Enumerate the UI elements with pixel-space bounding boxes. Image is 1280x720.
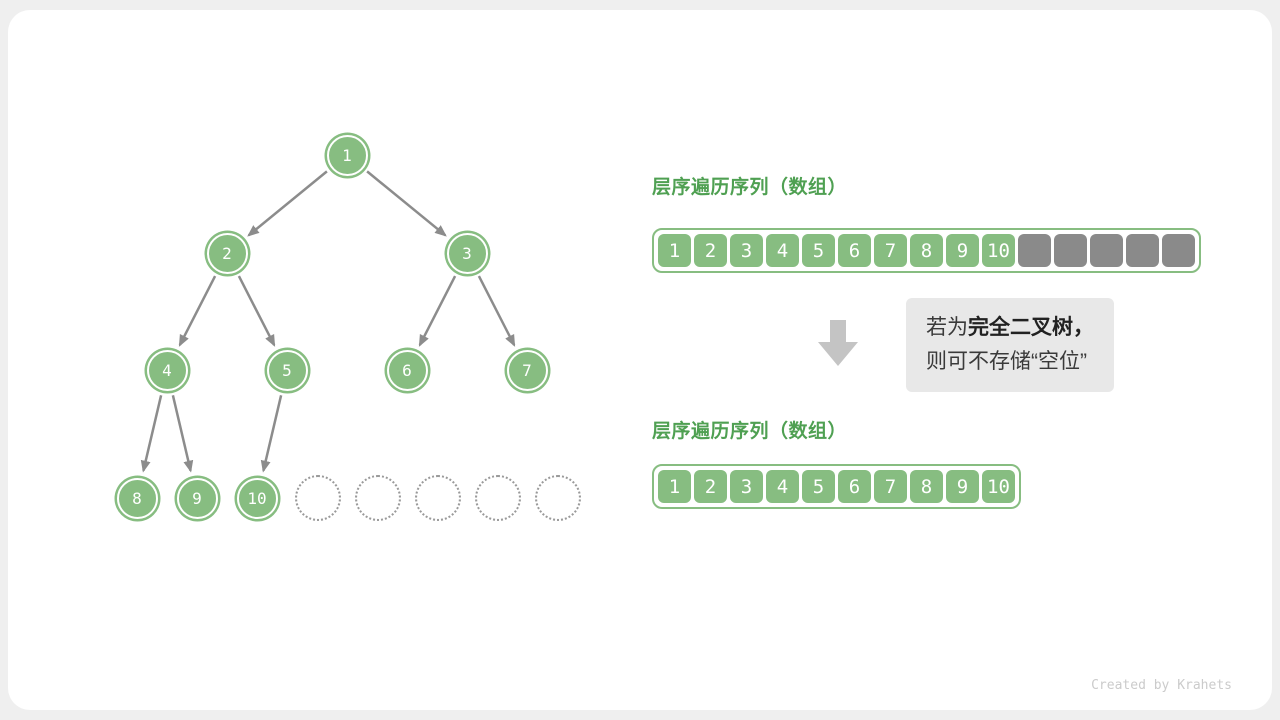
empty-node <box>475 475 521 521</box>
array-cell-4: 4 <box>766 470 799 503</box>
tree-node-2: 2 <box>206 232 248 274</box>
tree-edge-5-10 <box>260 395 283 473</box>
array-cell-empty <box>1162 234 1195 267</box>
array-cell-empty <box>1090 234 1123 267</box>
tree-node-9: 9 <box>176 477 218 519</box>
note-line2: 则可不存储“空位” <box>926 350 1087 373</box>
empty-node <box>535 475 581 521</box>
array-cell-empty <box>1018 234 1051 267</box>
array-cell-10: 10 <box>982 470 1015 503</box>
empty-node <box>295 475 341 521</box>
array-cell-2: 2 <box>694 470 727 503</box>
array-title-bottom: 层序遍历序列（数组） <box>652 421 848 442</box>
array-cell-6: 6 <box>838 234 871 267</box>
tree-node-5: 5 <box>266 349 308 391</box>
note-line1-regular: 若为 <box>926 316 968 339</box>
note-line1-bold: 完全二叉树， <box>968 316 1094 339</box>
array-cell-1: 1 <box>658 234 691 267</box>
array-cell-empty <box>1126 234 1159 267</box>
array-cell-3: 3 <box>730 470 763 503</box>
array-cell-10: 10 <box>982 234 1015 267</box>
array-cell-4: 4 <box>766 234 799 267</box>
tree-node-6: 6 <box>386 349 428 391</box>
array-cell-7: 7 <box>874 470 907 503</box>
tree-edge-2-5 <box>237 275 276 347</box>
empty-node <box>355 475 401 521</box>
array-cell-3: 3 <box>730 234 763 267</box>
tree-edge-4-8 <box>140 395 163 473</box>
array-cell-5: 5 <box>802 234 835 267</box>
credit: Created by Krahets <box>1091 678 1232 693</box>
note-line1: 若为完全二叉树， <box>926 311 1094 345</box>
down-arrow-icon <box>818 320 858 366</box>
array-cell-8: 8 <box>910 470 943 503</box>
array-cell-5: 5 <box>802 470 835 503</box>
tree-node-1: 1 <box>326 134 368 176</box>
tree-node-8: 8 <box>116 477 158 519</box>
tree-node-7: 7 <box>506 349 548 391</box>
tree-edge-3-7 <box>477 275 516 347</box>
array-cell-empty <box>1054 234 1087 267</box>
array-cell-1: 1 <box>658 470 691 503</box>
tree-node-3: 3 <box>446 232 488 274</box>
array-cell-7: 7 <box>874 234 907 267</box>
tree-edge-4-9 <box>171 395 194 473</box>
tree-node-10: 10 <box>236 477 278 519</box>
array-cell-9: 9 <box>946 470 979 503</box>
note-box: 若为完全二叉树， 则可不存储“空位” <box>906 298 1114 392</box>
tree-edge-1-3 <box>366 170 447 237</box>
array-cell-8: 8 <box>910 234 943 267</box>
tree-edge-2-4 <box>178 275 217 347</box>
tree-edge-1-2 <box>247 170 328 237</box>
array-cell-6: 6 <box>838 470 871 503</box>
array-title-top: 层序遍历序列（数组） <box>652 177 848 198</box>
array-cell-9: 9 <box>946 234 979 267</box>
tree-edge-3-6 <box>418 275 457 347</box>
tree-node-4: 4 <box>146 349 188 391</box>
array-cell-2: 2 <box>694 234 727 267</box>
empty-node <box>415 475 461 521</box>
